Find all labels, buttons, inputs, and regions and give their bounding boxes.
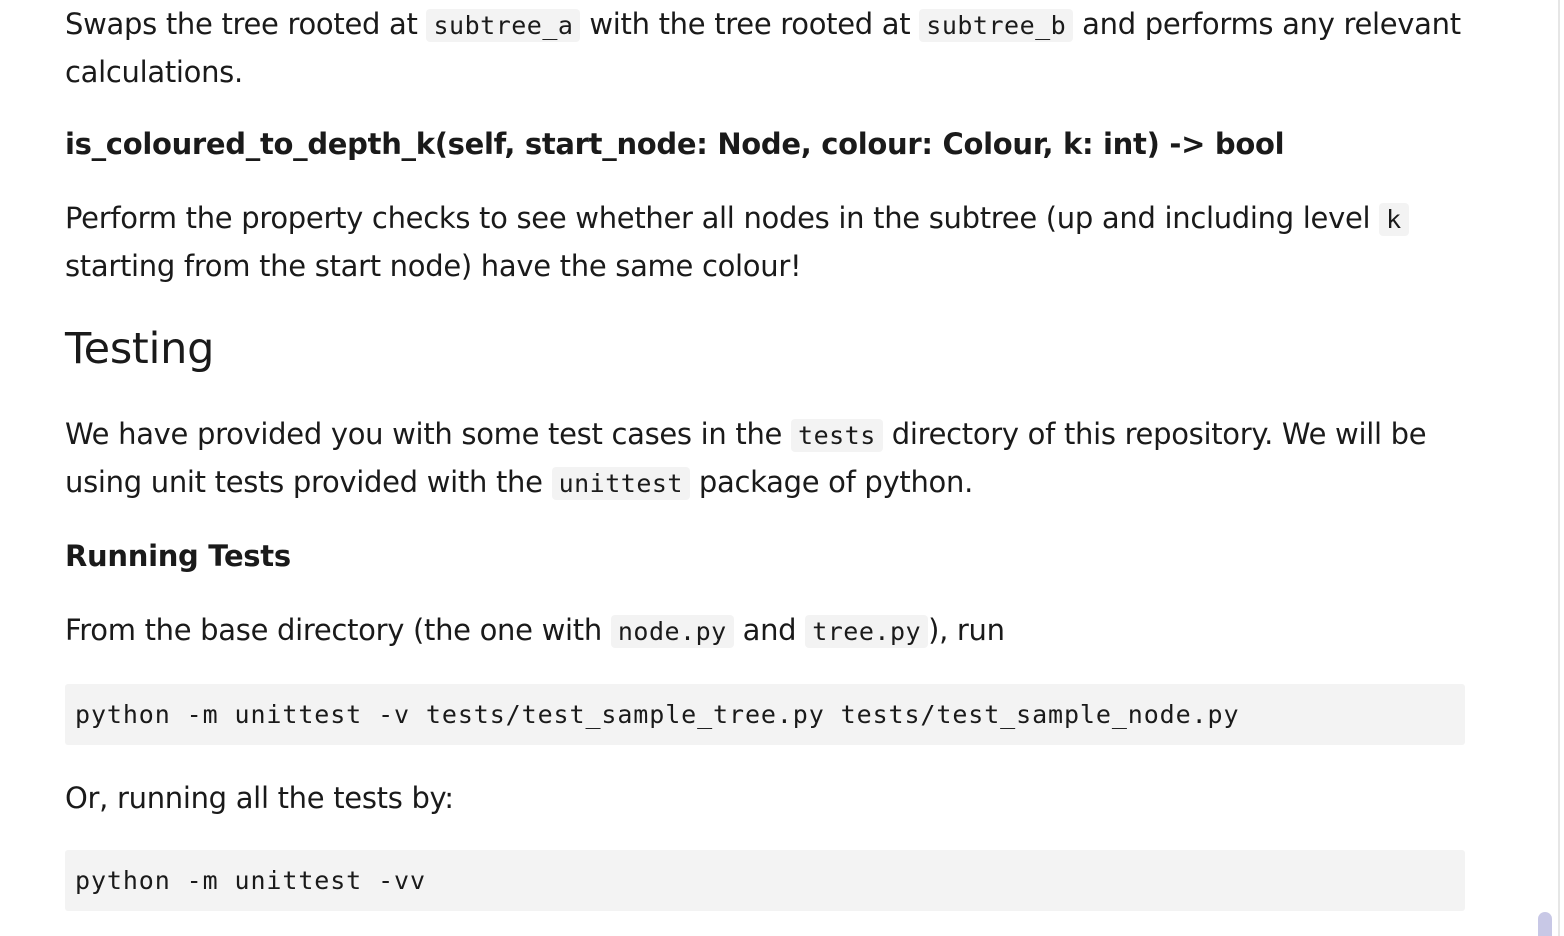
text: We have provided you with some test case… [65,417,792,451]
code-block-run-sample-tests[interactable]: python -m unittest -v tests/test_sample_… [65,684,1465,745]
testing-heading: Testing [65,324,215,374]
text: calculations. [65,55,243,89]
scrollbar-track[interactable] [1558,0,1560,936]
run-description: From the base directory (the one with no… [65,607,1465,655]
running-tests-heading: Running Tests [65,539,291,573]
code-block-run-all-tests[interactable]: python -m unittest -vv [65,850,1465,911]
text: From the base directory (the one with [65,613,611,647]
scrollbar-thumb[interactable] [1538,912,1552,936]
inline-code-k: k [1379,203,1409,236]
function-signature-heading: is_coloured_to_depth_k(self, start_node:… [65,127,1285,161]
inline-code-subtree-b: subtree_b [919,9,1074,42]
swap-description: Swaps the tree rooted at subtree_a with … [65,1,1465,95]
checks-description: Perform the property checks to see wheth… [65,195,1465,289]
tests-description: We have provided you with some test case… [65,411,1465,507]
inline-code-tests: tests [791,419,883,452]
text: Swaps the tree rooted at [65,7,427,41]
inline-code-subtree-a: subtree_a [426,9,581,42]
text: and [733,613,806,647]
inline-code-unittest: unittest [551,467,690,500]
text: ), run [928,613,1005,647]
text: and performs any relevant [1073,7,1461,41]
text: using unit tests provided with the [65,465,552,499]
text: package of python. [690,465,973,499]
text: directory of this repository. We will be [882,417,1427,451]
inline-code-tree-py: tree.py [805,615,929,648]
text: Perform the property checks to see wheth… [65,201,1380,235]
text: with the tree rooted at [580,7,920,41]
run-all-description: Or, running all the tests by: [65,781,454,815]
inline-code-node-py: node.py [610,615,734,648]
text: starting from the start node) have the s… [65,249,802,283]
